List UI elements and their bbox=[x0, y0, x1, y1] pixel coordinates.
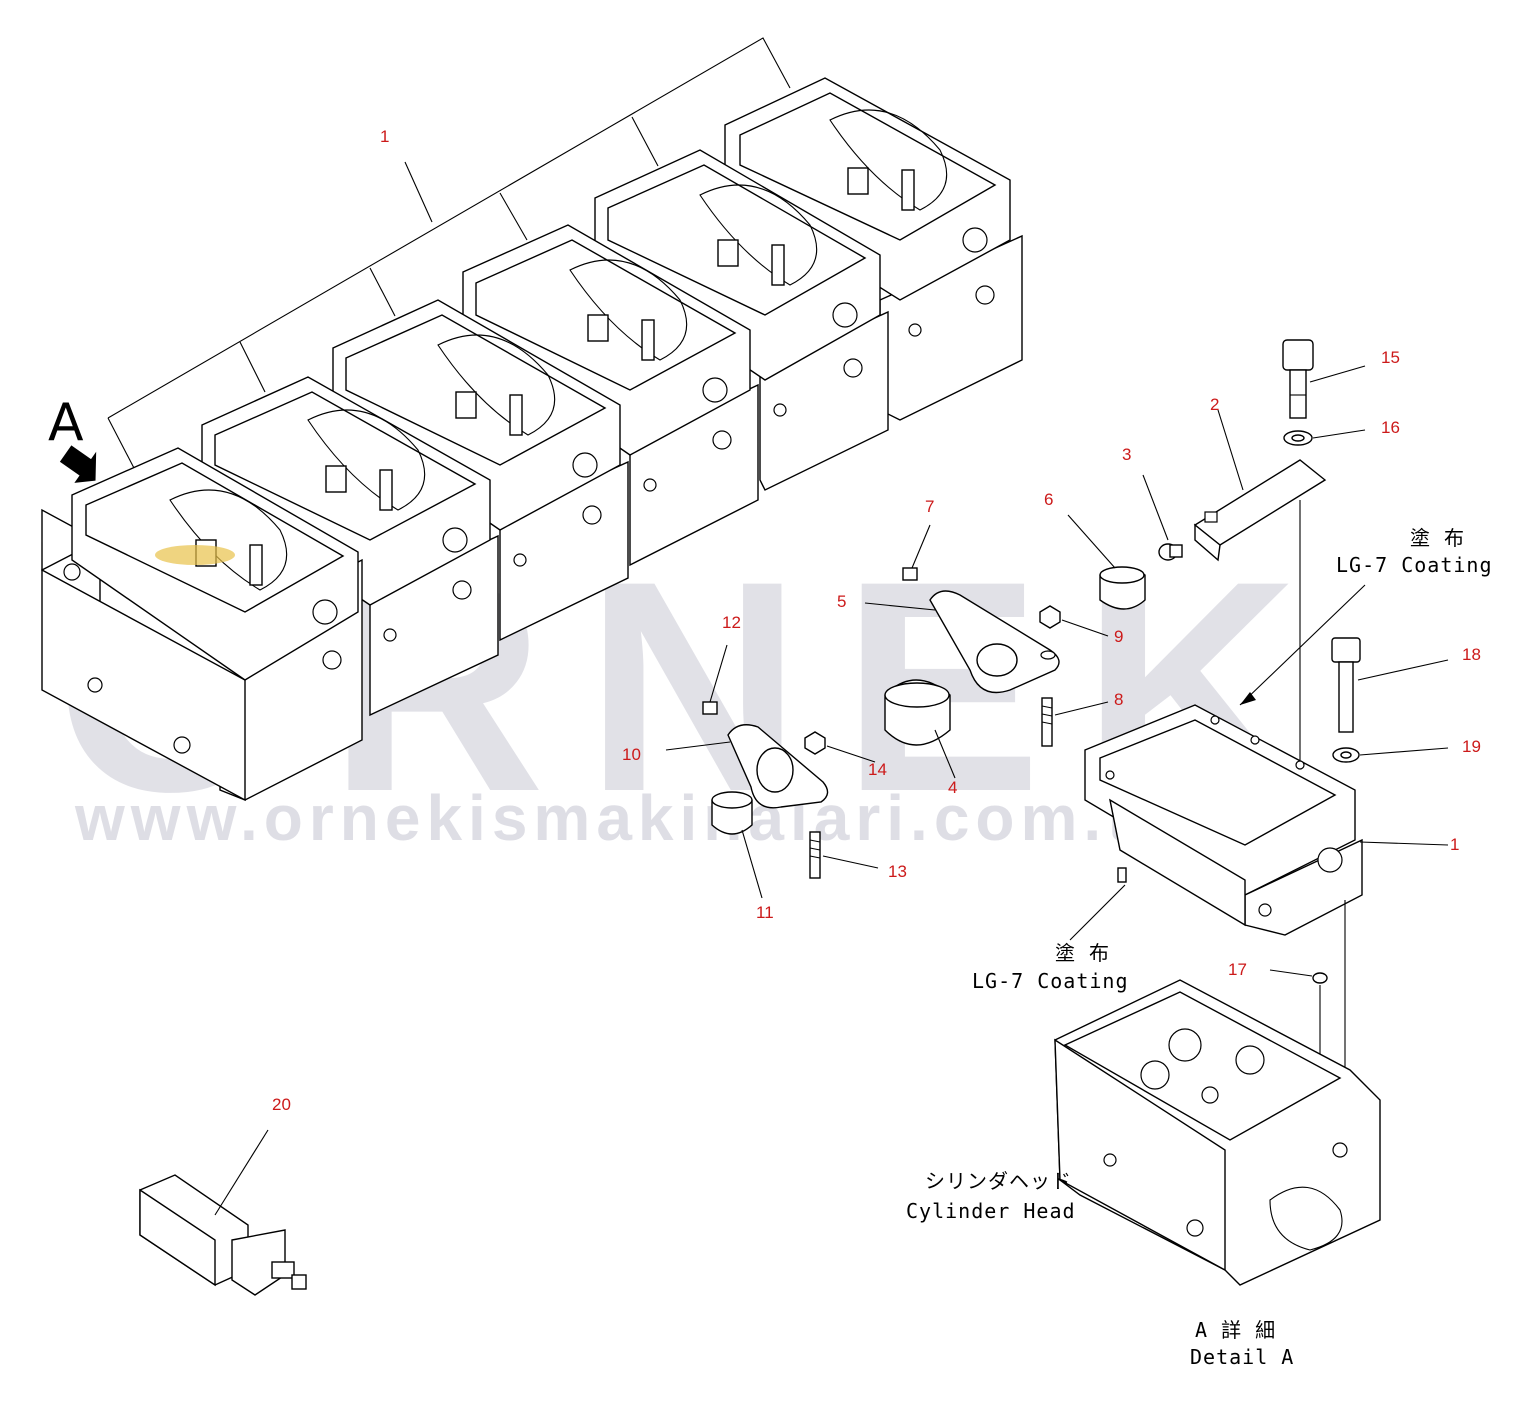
part-9-nut bbox=[1039, 605, 1109, 637]
cylinder-head-1 bbox=[41, 447, 363, 802]
coating-lower-en: LG-7 Coating bbox=[972, 969, 1129, 993]
view-marker-letter: A bbox=[48, 393, 84, 453]
callout-2: 2 bbox=[1210, 395, 1219, 414]
callout-7: 7 bbox=[925, 497, 934, 516]
detail-label-en: Detail A bbox=[1190, 1345, 1294, 1369]
part-16-washer bbox=[1283, 429, 1366, 446]
coating-upper-jp: 塗 布 bbox=[1410, 526, 1465, 550]
callout-1-bracket bbox=[107, 37, 791, 419]
callout-17: 17 bbox=[1228, 960, 1247, 979]
callout-1-side: 1 bbox=[1450, 835, 1459, 854]
cylinder-head-2 bbox=[201, 376, 499, 717]
part-14-nut bbox=[804, 731, 876, 763]
cylinder-head-5 bbox=[594, 149, 889, 491]
cylinder-head-6 bbox=[724, 77, 1023, 421]
detail-label-jp: A 詳 細 bbox=[1195, 1318, 1276, 1342]
part-12-screw bbox=[702, 644, 728, 715]
coating-lower-marker bbox=[1069, 867, 1127, 941]
cylinder-head-label-en: Cylinder Head bbox=[906, 1199, 1076, 1223]
part-3-plug bbox=[1142, 474, 1183, 561]
cylinder-head-label-jp: シリンダヘッド bbox=[925, 1169, 1072, 1193]
callout-20: 20 bbox=[272, 1095, 291, 1114]
coating-upper-en: LG-7 Coating bbox=[1336, 553, 1493, 577]
callout-9: 9 bbox=[1114, 627, 1123, 646]
cylinder-head-row: A bbox=[41, 37, 1023, 802]
callout-1-leader bbox=[404, 161, 433, 223]
callout-12: 12 bbox=[722, 613, 741, 632]
callout-3: 3 bbox=[1122, 445, 1131, 464]
part-5-rocker-arm bbox=[864, 590, 1060, 694]
cylinder-head-3 bbox=[332, 299, 629, 642]
part-4-bushing bbox=[884, 679, 956, 779]
callout-19: 19 bbox=[1462, 737, 1481, 756]
callout-8: 8 bbox=[1114, 690, 1123, 709]
part-19-washer bbox=[1332, 747, 1449, 763]
callout-10: 10 bbox=[622, 745, 641, 764]
callout-18: 18 bbox=[1462, 645, 1481, 664]
part-6-bushing bbox=[1067, 514, 1146, 610]
view-marker-arrow-icon bbox=[59, 445, 97, 483]
callout-15: 15 bbox=[1381, 348, 1400, 367]
callout-5: 5 bbox=[837, 592, 846, 611]
callout-14: 14 bbox=[868, 760, 887, 779]
callout-6: 6 bbox=[1044, 490, 1053, 509]
coating-lower-jp: 塗 布 bbox=[1055, 941, 1110, 965]
part-15-bolt bbox=[1282, 339, 1366, 419]
callout-1-top: 1 bbox=[380, 127, 389, 146]
cylinder-head-4 bbox=[462, 224, 759, 567]
callout-11: 11 bbox=[756, 903, 774, 922]
callout-16: 16 bbox=[1381, 418, 1400, 437]
cylinder-head-detail bbox=[1054, 979, 1381, 1286]
part-11-bushing bbox=[711, 791, 763, 899]
coating-upper-leader bbox=[1239, 584, 1366, 706]
part-10-rocker-arm bbox=[665, 724, 829, 809]
callout-4: 4 bbox=[948, 778, 957, 797]
rocker-housing bbox=[1084, 704, 1449, 1110]
part-7-screw bbox=[902, 524, 931, 581]
part-13-stud bbox=[809, 831, 879, 879]
part-8-stud bbox=[1041, 697, 1109, 747]
part-2-rocker-shaft bbox=[1193, 409, 1327, 830]
callout-13: 13 bbox=[888, 862, 907, 881]
part-18-bolt bbox=[1331, 637, 1449, 733]
part-20-tool bbox=[139, 1129, 307, 1296]
